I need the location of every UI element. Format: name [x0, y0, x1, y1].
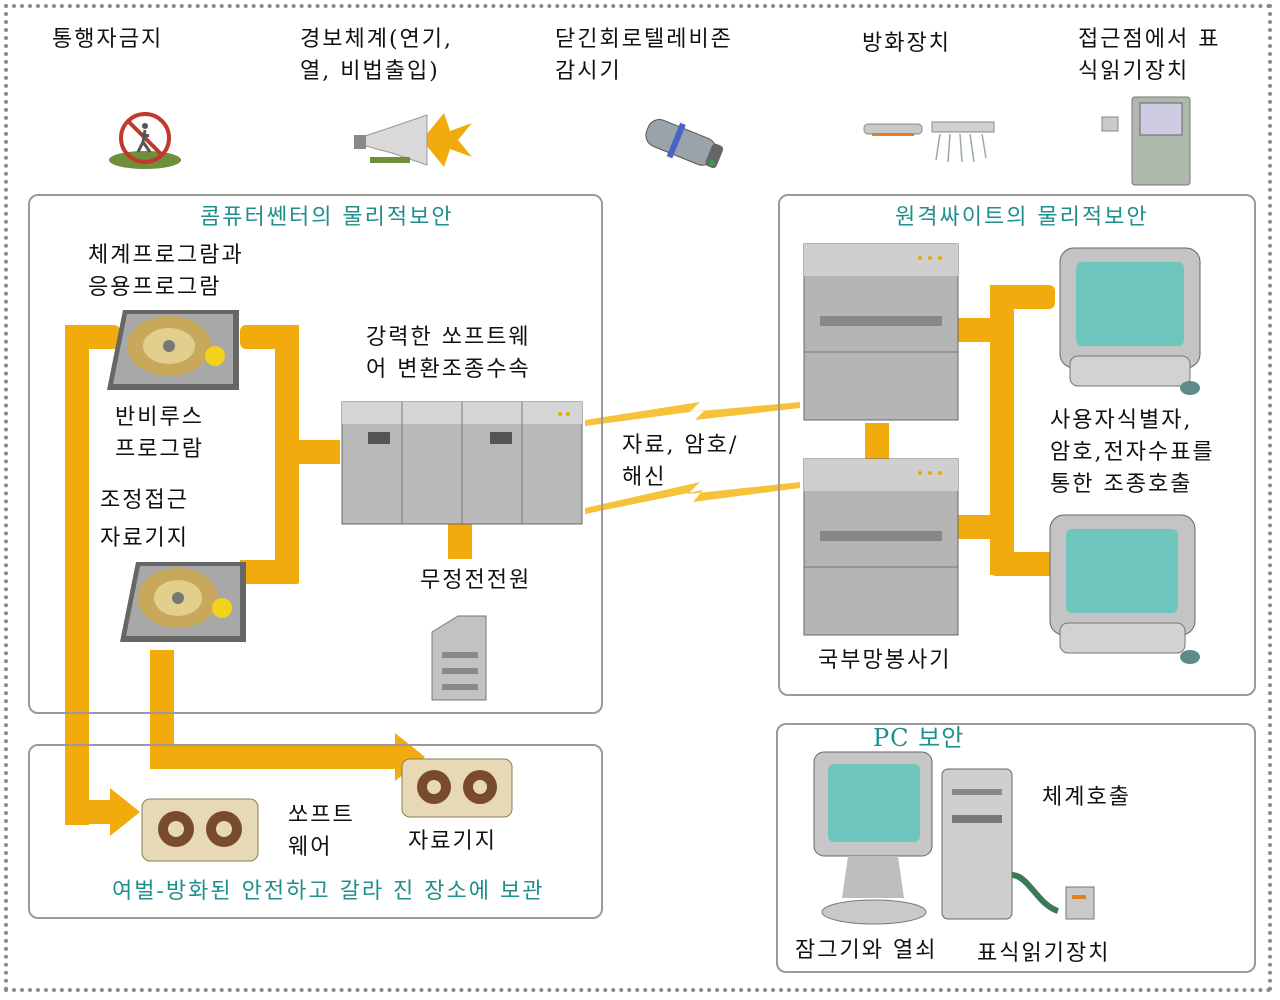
storage-panel [28, 744, 603, 919]
sprinkler-icon [863, 121, 995, 163]
access-database-label: 자료기지 [100, 526, 189, 551]
authentication-label: 사용자식별자, 암호,전자수표를 통한 조종호출 [1050, 408, 1215, 497]
tape-cartridge-icon [141, 798, 259, 862]
hard-disk-icon [107, 310, 239, 390]
pc-security-panel [776, 723, 1256, 973]
computer-center-panel [28, 194, 603, 714]
access-control-label: 조정접근 [100, 488, 189, 513]
page-frame [4, 4, 1272, 992]
cctv-label: 닫긴회로텔레비존 감시기 [555, 27, 733, 84]
mainframe-server-icon [341, 401, 583, 525]
strong-software-label: 강력한 쏘프트웨 어 변환조종수속 [366, 325, 531, 382]
remote-site-title: 원격싸이트의 물리적보안 [895, 205, 1149, 230]
cctv-camera-icon [645, 119, 724, 169]
remote-server-icon [803, 458, 959, 636]
computer-center-title: 콤퓨터쎈터의 물리적보안 [200, 205, 454, 230]
remote-server-icon [803, 243, 959, 421]
no-entry-label: 통행자금지 [52, 27, 164, 52]
ups-unit-icon [431, 615, 487, 701]
terminal-monitor-icon [1059, 247, 1201, 395]
backup-database-label: 자료기지 [408, 829, 497, 854]
system-programs-label: 체계프로그람과 응용프로그람 [88, 243, 244, 300]
ups-label: 무정전전원 [420, 568, 532, 593]
pc-badge-reader-label: 표식읽기장치 [977, 941, 1111, 966]
hard-disk-icon [120, 562, 246, 642]
encryption-link-label: 자료, 암호/ 해신 [622, 433, 739, 490]
fire-protection-label: 방화장치 [862, 31, 951, 56]
pc-monitor-icon [813, 751, 933, 925]
lock-and-key-label: 잠그기와 열쇠 [795, 938, 938, 963]
backup-software-label: 쏘프트 웨어 [288, 803, 355, 860]
pc-tower-icon [941, 768, 1095, 920]
system-call-label: 체계호출 [1042, 785, 1131, 810]
backup-storage-caption: 여벌-방화된 안전하고 갈라 진 장소에 보관 [112, 879, 545, 904]
alarm-system-label: 경보체계(연기, 열, 비법출입) [300, 27, 454, 84]
access-reader-label: 접근점에서 표 식읽기장치 [1078, 27, 1221, 84]
remote-site-panel [778, 194, 1256, 696]
local-server-label: 국부망봉사기 [818, 648, 952, 673]
pc-security-title: PC 보안 [873, 724, 965, 752]
antivirus-label: 반비루스 프로그람 [115, 405, 204, 462]
terminal-monitor-icon [1049, 514, 1200, 664]
alarm-siren-icon [354, 113, 472, 167]
tape-cartridge-icon [401, 758, 513, 818]
badge-reader-icon [1101, 96, 1191, 186]
no-entry-icon [109, 112, 181, 169]
